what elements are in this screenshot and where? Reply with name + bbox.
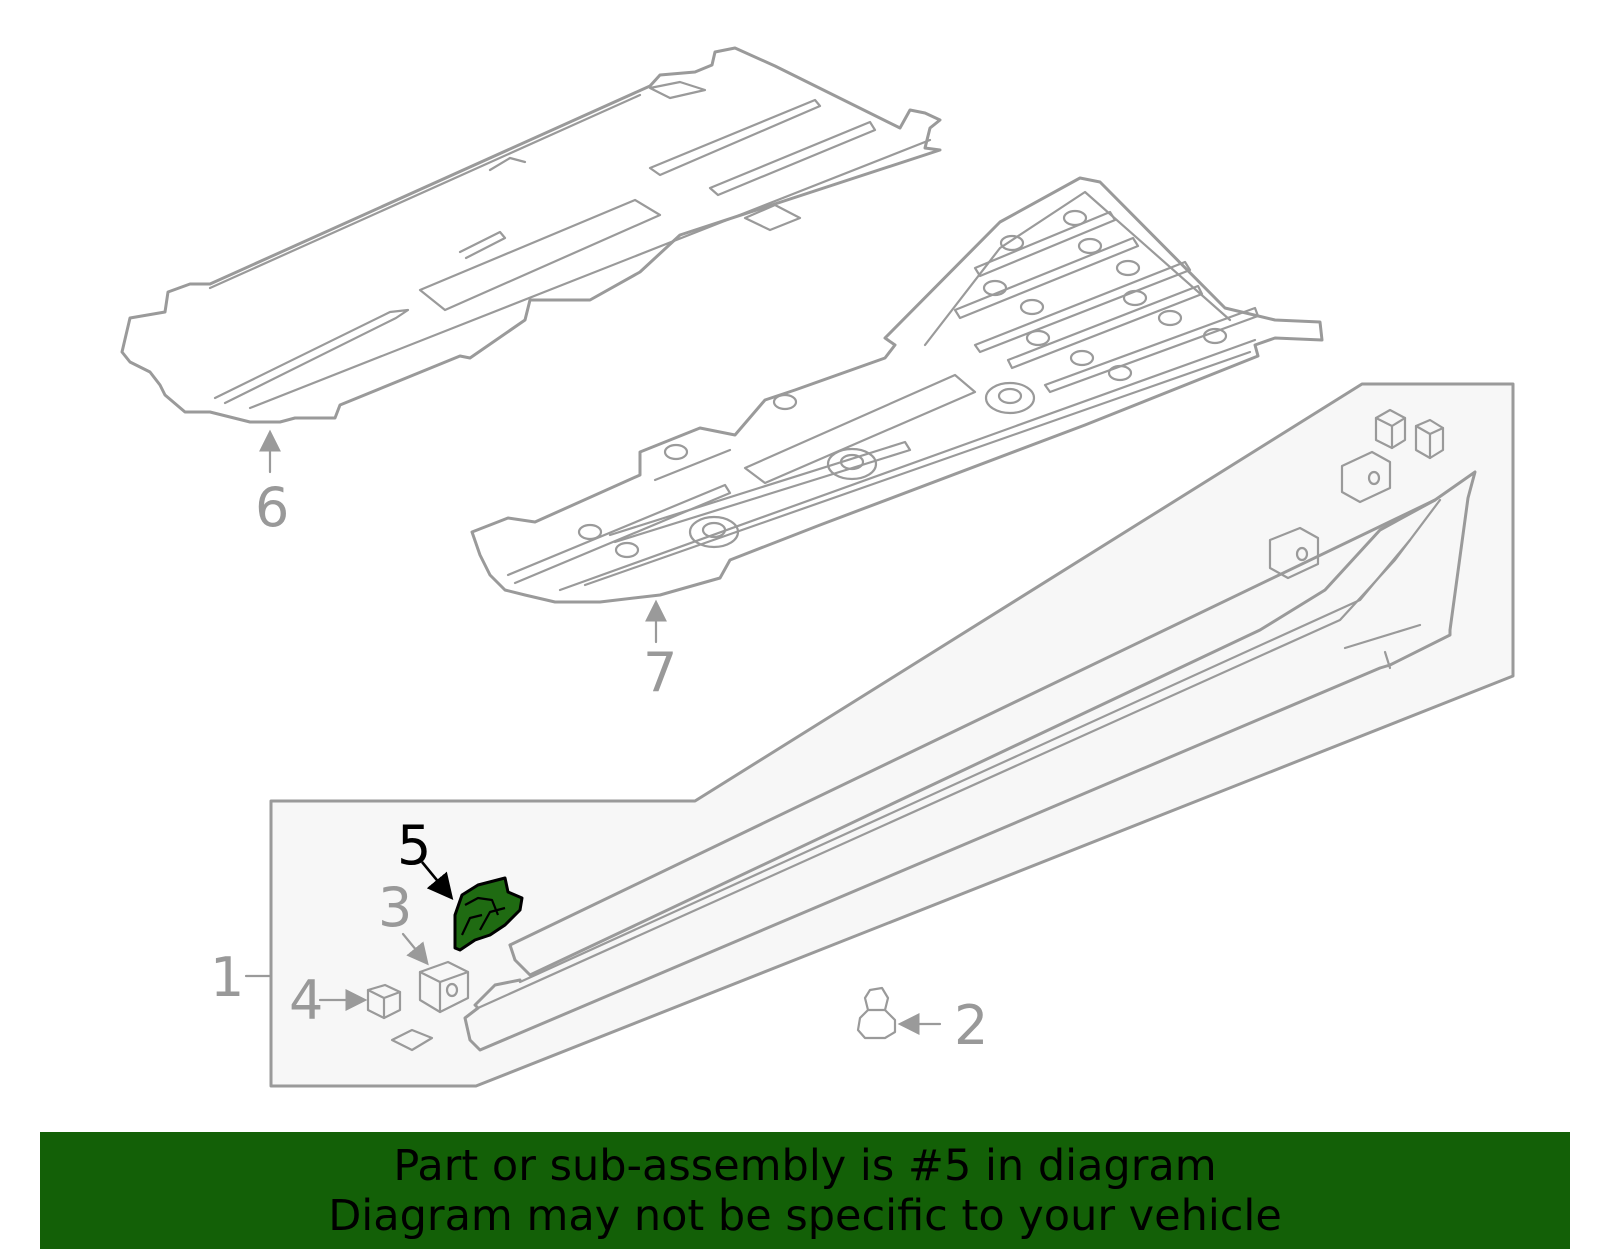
part-7-slots — [506, 210, 1260, 592]
part-3-clip[interactable] — [418, 960, 470, 1014]
part-7-holes — [577, 209, 1228, 559]
part-5-bracket-highlighted[interactable] — [453, 876, 524, 952]
part-7-undercover-panel[interactable] — [470, 176, 1324, 604]
part-1-clips — [1268, 408, 1445, 580]
part-1-sill-garnish-box[interactable] — [269, 382, 1515, 1088]
callout-5: 5 — [397, 814, 431, 877]
callout-7: 7 — [643, 641, 677, 704]
part-2-grommet[interactable] — [856, 986, 897, 1040]
callout-4: 4 — [289, 969, 323, 1032]
info-banner: Part or sub-assembly is #5 in diagram Di… — [40, 1132, 1570, 1249]
callout-1: 1 — [210, 946, 244, 1009]
part-6-undercover-panel[interactable] — [120, 46, 942, 424]
leader-3 — [401, 932, 429, 966]
banner-line-part: Part or sub-assembly is #5 in diagram — [393, 1140, 1217, 1191]
callout-6: 6 — [255, 476, 289, 539]
callout-3: 3 — [378, 876, 412, 939]
leader-5 — [420, 861, 454, 901]
banner-line-disclaimer: Diagram may not be specific to your vehi… — [328, 1190, 1282, 1241]
part-4-clip[interactable] — [366, 983, 434, 1052]
callout-2: 2 — [954, 994, 988, 1057]
leader-lines — [244, 429, 942, 1035]
